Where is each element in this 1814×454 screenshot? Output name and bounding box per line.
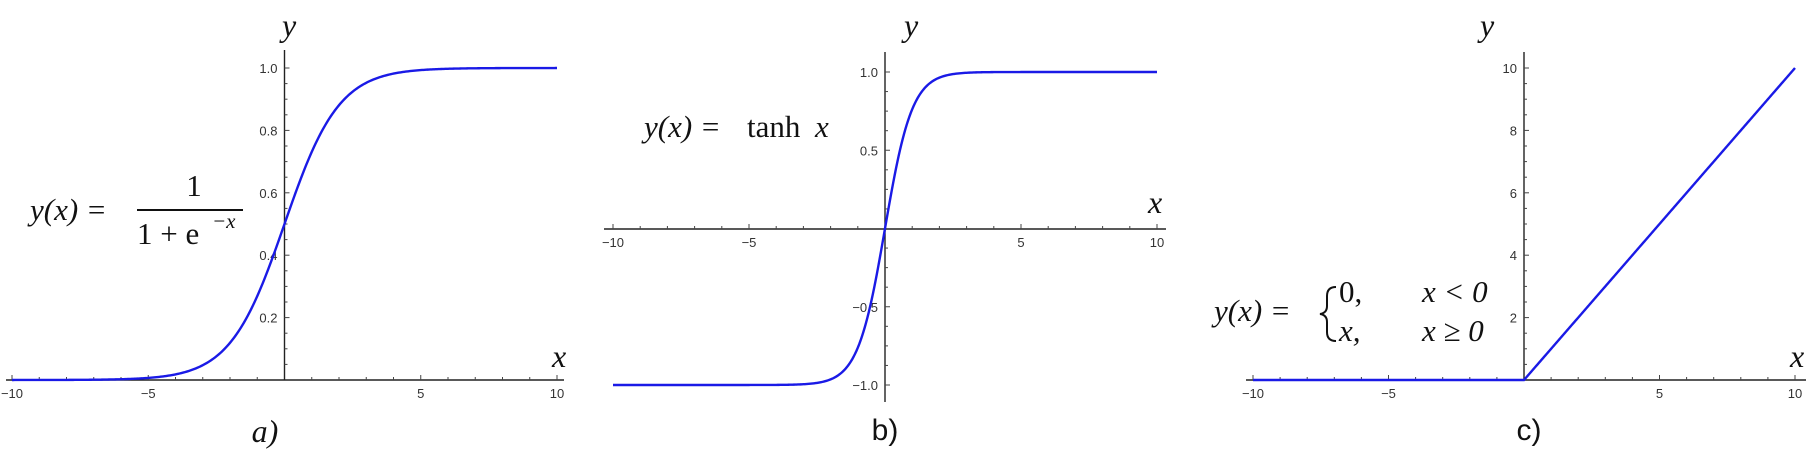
x-tick-label: 10 bbox=[1788, 386, 1802, 401]
sigmoid-formula-numerator: 1 bbox=[186, 168, 202, 203]
tanh-curve bbox=[613, 70, 1157, 387]
sigmoid-curve-group bbox=[12, 66, 557, 382]
tanh-formula-lhs: y(x) = bbox=[641, 109, 721, 144]
sigmoid-y-axis-label: y bbox=[279, 7, 297, 43]
relu-formula: y(x) = 0, x < 0 x, x ≥ 0 bbox=[1211, 274, 1488, 348]
x-tick-label: −5 bbox=[742, 235, 757, 250]
y-tick-label: 4 bbox=[1510, 248, 1517, 263]
x-tick-label: 5 bbox=[1656, 386, 1663, 401]
y-tick-label: 0.6 bbox=[259, 186, 277, 201]
tanh-formula: y(x) = tanh x bbox=[641, 109, 829, 144]
x-tick-label: 10 bbox=[550, 386, 564, 401]
tanh-formula-fn: tanh bbox=[747, 109, 801, 144]
y-tick-label: 0.8 bbox=[259, 123, 277, 138]
relu-formula-case1-value: 0, bbox=[1339, 274, 1362, 309]
x-tick-label: 5 bbox=[417, 386, 424, 401]
y-tick-label: 10 bbox=[1503, 61, 1517, 76]
panel-tanh: −10 −5 5 10 −1.0 −0.5 0.5 1.0 y x b) y(x) = tan… bbox=[602, 7, 1166, 447]
relu-x-axis-label: x bbox=[1789, 338, 1804, 374]
relu-ticks: −10 −5 5 10 2 4 6 8 10 bbox=[1242, 61, 1802, 401]
tanh-ticks: −10 −5 5 10 −1.0 −0.5 0.5 1.0 bbox=[602, 65, 1164, 393]
tanh-curve-group bbox=[613, 70, 1157, 387]
sigmoid-formula-lhs: y(x) = bbox=[27, 192, 107, 227]
y-tick-label: 0.5 bbox=[860, 143, 878, 158]
relu-curve-group bbox=[1253, 67, 1796, 382]
x-tick-label: −10 bbox=[1, 386, 23, 401]
sigmoid-formula-denominator: 1 + e bbox=[137, 216, 199, 251]
y-tick-label: 0.2 bbox=[259, 311, 277, 326]
y-tick-label: 2 bbox=[1510, 311, 1517, 326]
relu-formula-case2-value: x, bbox=[1338, 313, 1361, 348]
relu-y-axis-label: y bbox=[1477, 7, 1495, 43]
tanh-x-axis-label: x bbox=[1147, 184, 1162, 220]
relu-formula-brace bbox=[1319, 286, 1337, 342]
relu-formula-case1-cond: x < 0 bbox=[1421, 274, 1488, 309]
y-tick-label: 6 bbox=[1510, 186, 1517, 201]
x-tick-label: −5 bbox=[1381, 386, 1396, 401]
sigmoid-formula: y(x) = 1 1 + e −x bbox=[27, 168, 243, 251]
relu-formula-lhs: y(x) = bbox=[1211, 293, 1291, 328]
x-tick-label: −10 bbox=[602, 235, 624, 250]
relu-curve bbox=[1253, 67, 1796, 382]
x-tick-label: 5 bbox=[1017, 235, 1024, 250]
sigmoid-formula-exponent: −x bbox=[212, 209, 236, 233]
sigmoid-curve bbox=[12, 66, 557, 382]
relu-axes bbox=[1246, 52, 1806, 381]
y-tick-label: 1.0 bbox=[860, 65, 878, 80]
panel-label-c: c) bbox=[1517, 414, 1542, 447]
y-tick-label: −0.5 bbox=[852, 300, 878, 315]
panel-label-b: b) bbox=[872, 414, 899, 447]
relu-formula-case2-cond: x ≥ 0 bbox=[1421, 313, 1484, 348]
y-tick-label: 8 bbox=[1510, 123, 1517, 138]
sigmoid-x-axis-label: x bbox=[551, 338, 566, 374]
y-tick-label: −1.0 bbox=[852, 378, 878, 393]
y-tick-label: 1.0 bbox=[259, 61, 277, 76]
tanh-y-axis-label: y bbox=[901, 7, 919, 43]
x-tick-label: −10 bbox=[1242, 386, 1264, 401]
x-tick-label: −5 bbox=[141, 386, 156, 401]
panel-relu: −10 −5 5 10 2 4 6 8 10 y x c) y(x) = 0, x < 0 x,… bbox=[1211, 7, 1806, 447]
x-tick-label: 10 bbox=[1150, 235, 1164, 250]
panel-label-a: a) bbox=[252, 413, 279, 449]
tanh-formula-var: x bbox=[814, 109, 829, 144]
